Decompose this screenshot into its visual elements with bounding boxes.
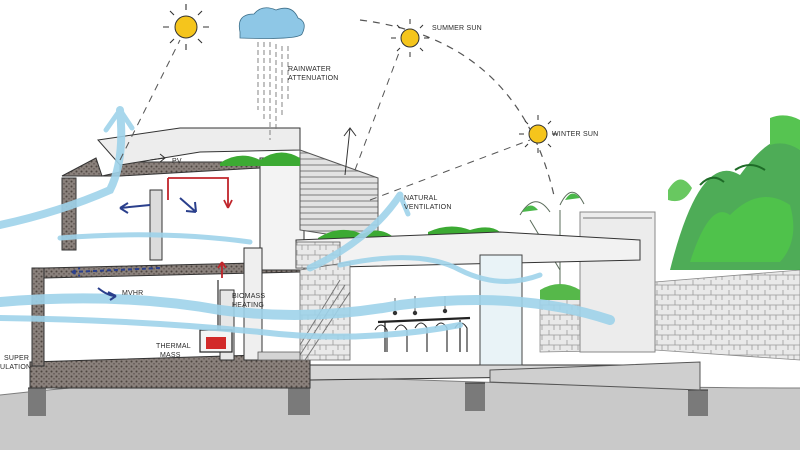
ground-slab <box>29 354 701 391</box>
label-pv: PV <box>172 158 182 165</box>
warm-air-arrows <box>167 177 233 278</box>
noon-sun-icon <box>163 4 209 50</box>
label-mvhr: MVHR <box>122 290 143 297</box>
label-super-insulation-line2: ULATION <box>0 364 31 371</box>
label-thermal-mass-line2: MASS <box>160 352 181 359</box>
summer-sun-icon <box>391 19 429 57</box>
label-biomass-line1: BIOMASS <box>232 293 265 300</box>
label-super-insulation-line1: SUPER <box>4 355 29 362</box>
label-rainwater-line1: RAINWATER <box>288 66 331 73</box>
label-biomass-line2: HEATING <box>232 302 264 309</box>
rain-cloud-icon <box>238 7 305 140</box>
tree-icon <box>519 115 800 300</box>
pv-arrow <box>149 127 357 176</box>
label-winter-sun: WINTER SUN <box>552 131 598 138</box>
label-summer-sun: SUMMER SUN <box>432 25 482 32</box>
label-natural-ventilation-line2: VENTILATION <box>404 204 452 211</box>
cool-air-arrows <box>71 197 197 301</box>
label-natural-ventilation-line1: NATURAL <box>404 195 438 202</box>
winter-sun-icon <box>519 115 557 153</box>
garden-stone-wall <box>539 211 800 361</box>
label-rainwater-line2: ATTENUATION <box>288 75 339 82</box>
label-thermal-mass-line1: THERMAL <box>156 343 191 350</box>
